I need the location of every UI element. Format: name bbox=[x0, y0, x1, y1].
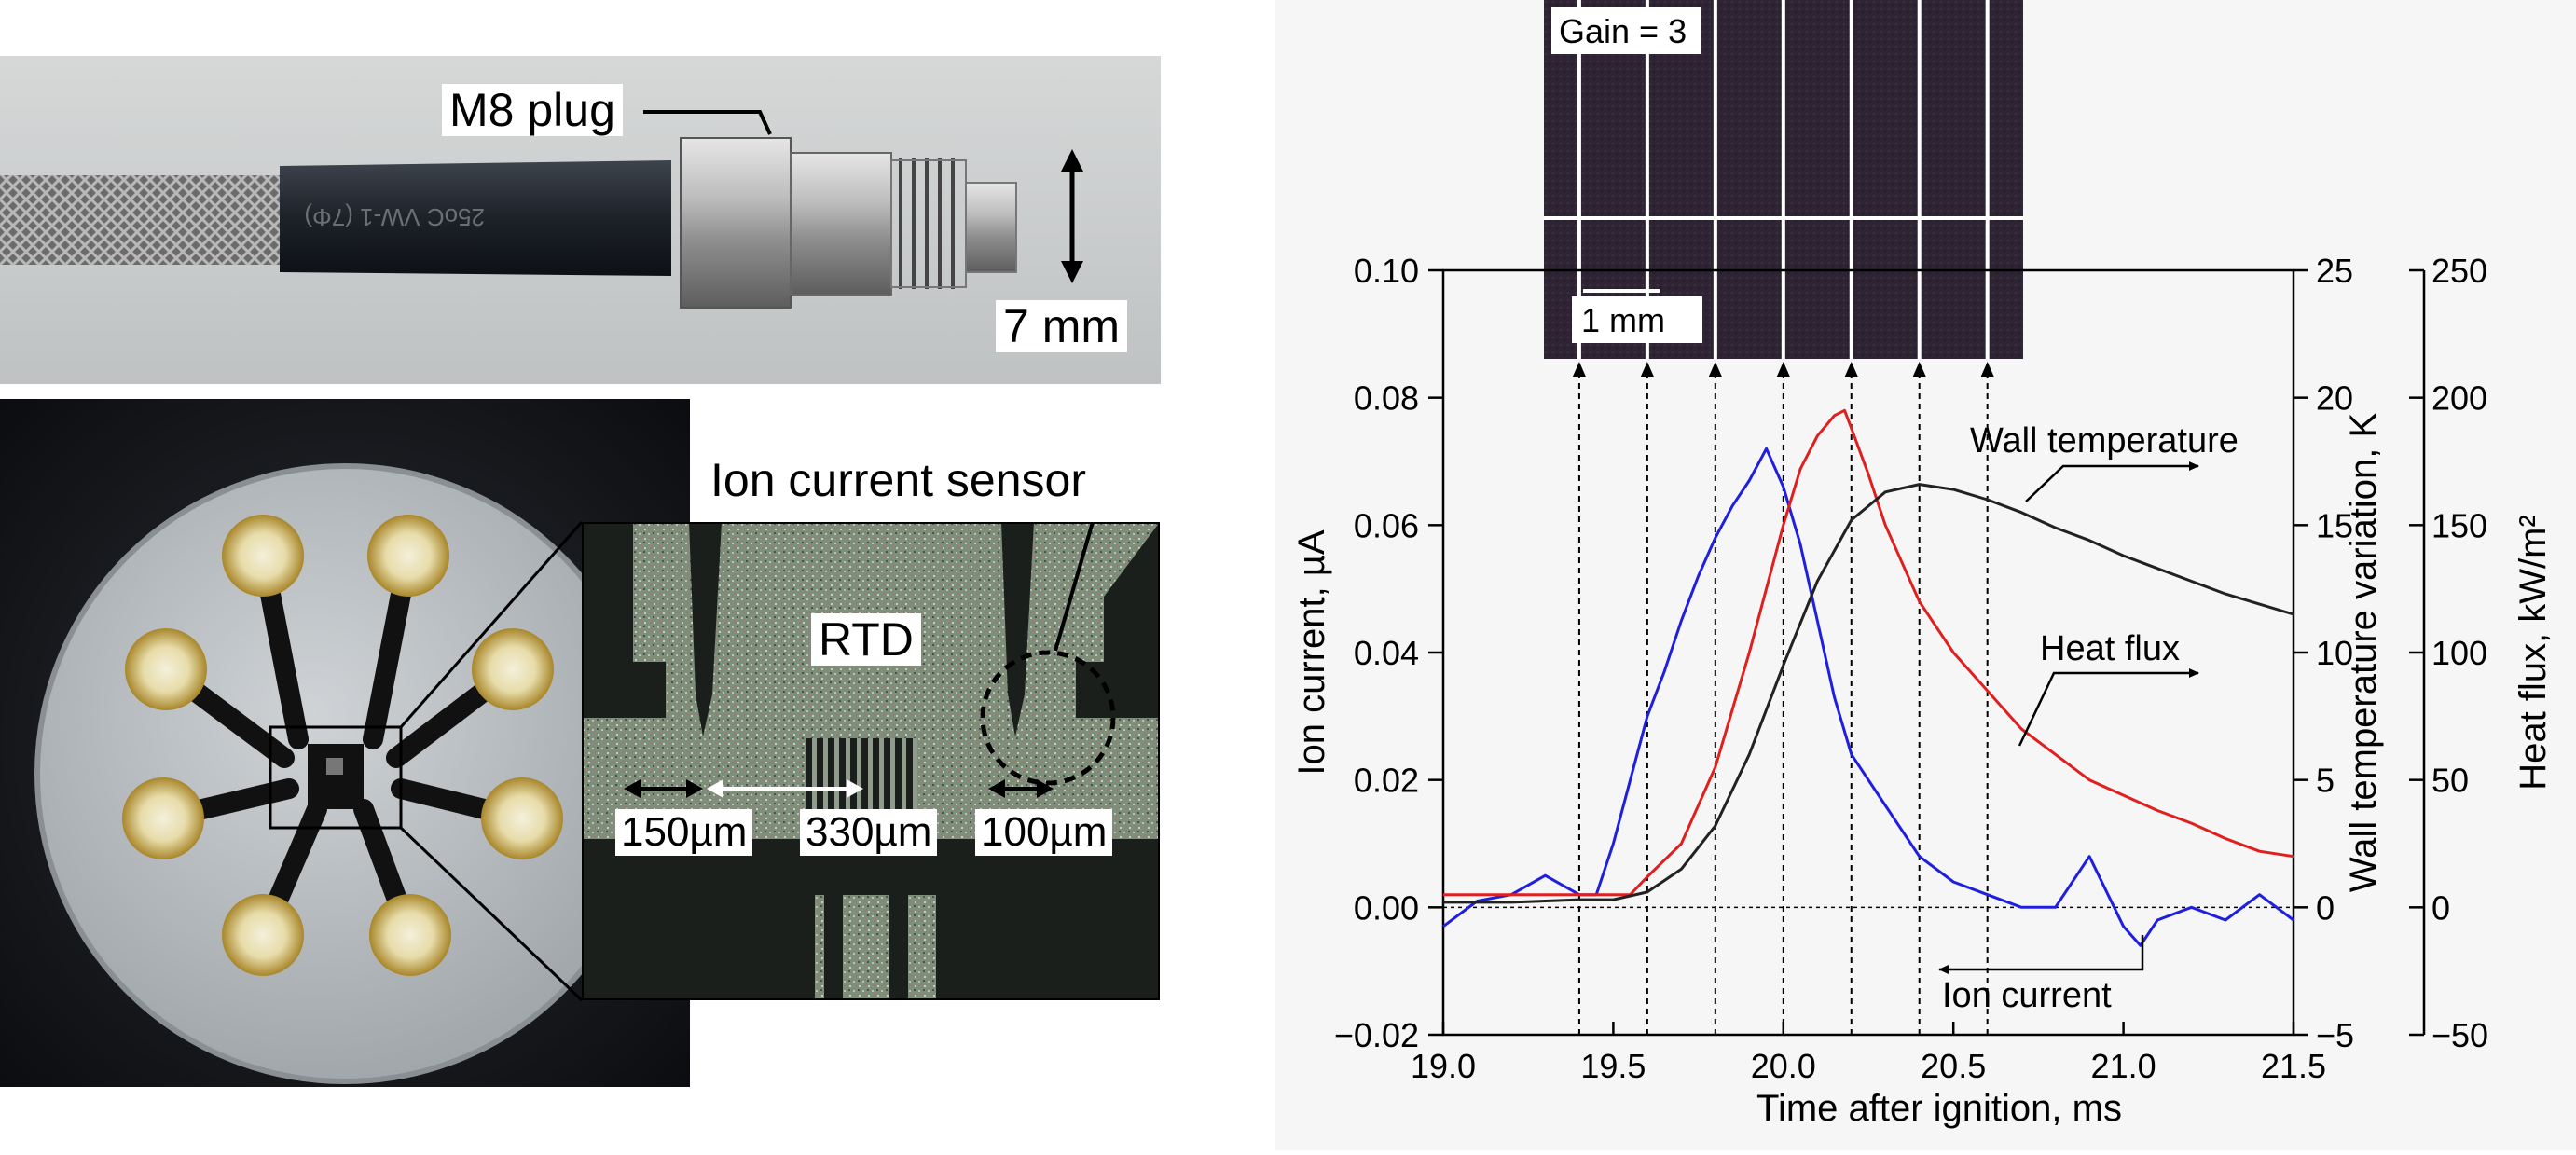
y-right2-tick-label: −50 bbox=[2431, 1016, 2488, 1054]
series-heat-flux bbox=[1443, 408, 2294, 897]
y-left-tick-label: 0.02 bbox=[1354, 762, 1419, 800]
ion-current-annotation: Ion current bbox=[1942, 976, 2112, 1015]
y-right1-tick-label: 20 bbox=[2316, 379, 2353, 418]
ion-current-pointer bbox=[1938, 935, 2144, 974]
y-right1-tick-label: 15 bbox=[2316, 506, 2353, 544]
scale-label: 1 mm bbox=[1581, 301, 1665, 339]
y-right1-tick-label: 0 bbox=[2316, 888, 2335, 927]
y-right1-tick-label: −5 bbox=[2316, 1016, 2354, 1054]
sensor-face-drawing bbox=[0, 399, 690, 1087]
m8-plug-label: M8 plug bbox=[442, 84, 623, 136]
wall-temperature-pointer bbox=[2025, 461, 2199, 502]
gain-label-bg bbox=[1551, 7, 1701, 54]
gap-330-label: 330µm bbox=[800, 809, 938, 856]
snapshot-arrow bbox=[1912, 362, 1926, 377]
gap-150-label: 150µm bbox=[615, 809, 753, 856]
wall-temperature-annotation: Wall temperature bbox=[1970, 421, 2239, 461]
snapshot-arrow bbox=[1708, 362, 1722, 377]
y-axis-right2-label: Heat flux, kW/m² bbox=[2513, 515, 2554, 791]
x-tick-label: 21.5 bbox=[2261, 1047, 2326, 1085]
diameter-label: 7 mm bbox=[996, 300, 1127, 352]
y-left-tick-label: 0.06 bbox=[1354, 506, 1419, 544]
microscope-photo: RTD 150µm 330µm 100µm bbox=[580, 520, 1202, 1002]
heat-flux-pointer bbox=[2018, 668, 2199, 747]
chart-panel: Gain = 3 1 mm 19.0 19.5 20.0 20.5 21.0 21.5 −0… bbox=[1275, 0, 2576, 1150]
y-right2-tick-label: 50 bbox=[2431, 762, 2469, 800]
snapshot-arrow bbox=[1980, 362, 1994, 377]
y-left-tick-label: 0.08 bbox=[1354, 379, 1419, 418]
y-right2-tick-label: 150 bbox=[2431, 506, 2487, 544]
y-right1-tick-label: 10 bbox=[2316, 634, 2353, 672]
y-left-tick-label: 0.00 bbox=[1354, 888, 1419, 927]
scale-label-bg bbox=[1572, 296, 1702, 343]
rtd-label: RTD bbox=[811, 613, 921, 666]
series-ion-current bbox=[1442, 447, 2294, 947]
svg-text:25oC VW-1 (7Φ): 25oC VW-1 (7Φ) bbox=[304, 203, 485, 231]
y-left-tick-label: −0.02 bbox=[1334, 1016, 1419, 1054]
y-right2-tick-label: 250 bbox=[2431, 252, 2487, 290]
microscope-drawing bbox=[580, 520, 1202, 1002]
sensor-face-photo bbox=[0, 399, 690, 1087]
y-right2-tick-label: 0 bbox=[2431, 888, 2450, 927]
heat-flux-annotation: Heat flux bbox=[2040, 629, 2180, 668]
x-tick-label: 21.0 bbox=[2091, 1047, 2156, 1085]
y-right2-tick-label: 200 bbox=[2431, 379, 2487, 418]
y-right2-tick-label: 100 bbox=[2431, 634, 2487, 672]
y-left-tick-label: 0.04 bbox=[1354, 634, 1419, 672]
snapshot-arrow bbox=[1640, 362, 1654, 377]
x-tick-label: 20.0 bbox=[1751, 1047, 1816, 1085]
gap-100-label: 100µm bbox=[975, 809, 1113, 856]
y-left-tick-label: 0.10 bbox=[1354, 252, 1419, 290]
x-tick-label: 19.0 bbox=[1411, 1047, 1476, 1085]
gain-label: Gain = 3 bbox=[1559, 12, 1687, 50]
snapshot-arrow bbox=[1572, 362, 1586, 377]
y-right1-tick-label: 25 bbox=[2316, 252, 2353, 290]
chart-svg: Gain = 3 1 mm 19.0 19.5 20.0 20.5 21.0 21.5 −0… bbox=[1291, 0, 2554, 1129]
series-wall-temperature bbox=[1443, 483, 2294, 904]
snapshot-arrow bbox=[1844, 362, 1858, 377]
y-axis-right1-label: Wall temperature variation, K bbox=[2343, 413, 2384, 893]
y-right1-tick-label: 5 bbox=[2316, 762, 2335, 800]
snapshot-arrow bbox=[1776, 362, 1790, 377]
x-tick-label: 20.5 bbox=[1921, 1047, 1986, 1085]
x-tick-label: 19.5 bbox=[1580, 1047, 1646, 1085]
y-axis-left-label: Ion current, µA bbox=[1291, 529, 1332, 775]
snapshot-inset: Gain = 3 1 mm bbox=[1544, 0, 2023, 359]
ion-sensor-label: Ion current sensor bbox=[710, 454, 1086, 506]
sensor-photo: 25oC VW-1 (7Φ) M8 plug 7 mm bbox=[0, 56, 1161, 384]
x-axis-label: Time after ignition, ms bbox=[1756, 1088, 2122, 1129]
